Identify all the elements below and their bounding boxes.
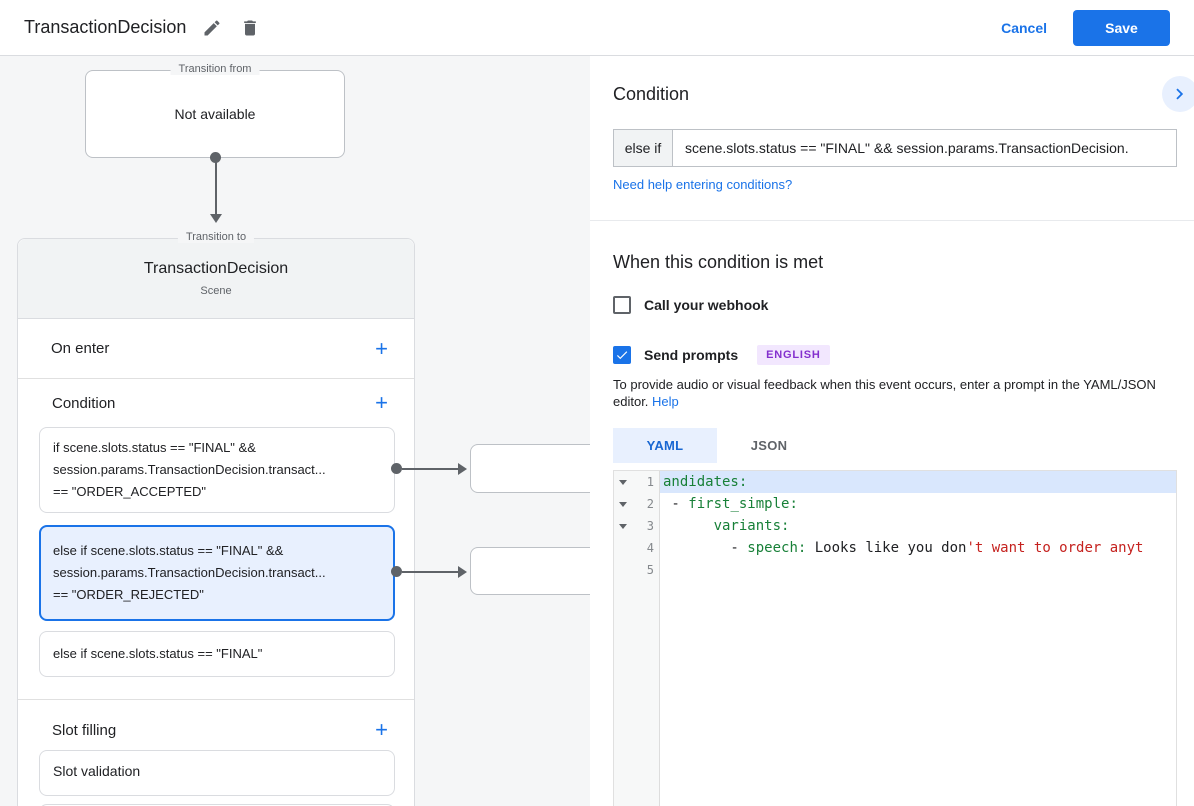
add-on-enter-button[interactable]: +: [371, 337, 392, 359]
cancel-button[interactable]: Cancel: [1001, 19, 1047, 36]
condition-prefix: else if: [614, 130, 673, 166]
condition-help-link[interactable]: Need help entering conditions?: [613, 177, 793, 192]
top-bar: TransactionDecision Cancel Save: [0, 0, 1194, 56]
scene-diagram-canvas: Transition from Not available Transition…: [0, 56, 590, 806]
collapse-panel-button[interactable]: [1162, 76, 1194, 112]
editor-gutter: 1 2 3 4 5: [614, 471, 660, 806]
tab-yaml[interactable]: YAML: [613, 428, 717, 463]
slot-validation-item[interactable]: Slot validation: [39, 750, 395, 796]
condition-expression-input[interactable]: [673, 130, 1176, 166]
send-prompts-row: Send prompts ENGLISH: [613, 345, 830, 365]
code-line: variants:: [713, 518, 790, 534]
prompt-description: To provide audio or visual feedback when…: [613, 376, 1169, 410]
edit-icon[interactable]: [200, 16, 224, 40]
slot-validation-label: Slot validation: [53, 763, 141, 779]
connector-line: [402, 468, 458, 470]
fold-toggle-icon[interactable]: [614, 479, 632, 485]
on-enter-section: On enter +: [18, 319, 414, 379]
transition-target-node[interactable]: [470, 444, 590, 493]
add-condition-button[interactable]: +: [371, 392, 392, 414]
condition-section-label: Condition: [52, 394, 116, 412]
connector-dot: [391, 463, 402, 474]
arrow-right-icon: [458, 566, 467, 578]
condition-detail-panel: Condition else if Need help entering con…: [590, 56, 1194, 806]
webhook-row: Call your webhook: [613, 296, 768, 314]
condition-panel-title: Condition: [613, 84, 690, 104]
page-title: TransactionDecision: [24, 17, 187, 37]
header-actions: Cancel Save: [1001, 9, 1170, 46]
slot-filling-section: Slot filling + Slot validation: [18, 700, 414, 806]
transition-to-label: Transition to: [177, 231, 255, 243]
scene-type: Scene: [200, 285, 232, 297]
panel-divider: [590, 220, 1194, 221]
transition-from-box[interactable]: Transition from Not available: [85, 63, 345, 158]
prompt-description-text: To provide audio or visual feedback when…: [613, 377, 1156, 409]
line-number: 1: [646, 475, 654, 489]
condition-text-line: else if scene.slots.status == "FINAL": [53, 646, 263, 661]
tab-json[interactable]: JSON: [717, 428, 821, 463]
send-prompts-label: Send prompts: [644, 347, 739, 363]
condition-text-line: session.params.TransactionDecision.trans…: [53, 565, 326, 580]
condition-text-line: if scene.slots.status == "FINAL" &&: [53, 440, 256, 455]
line-number: 4: [646, 541, 654, 555]
when-met-title: When this condition is met: [613, 252, 824, 272]
editor-tabs: YAML JSON: [613, 428, 821, 463]
fold-toggle-icon[interactable]: [614, 523, 632, 529]
scene-name: TransactionDecision: [143, 260, 289, 277]
language-badge: ENGLISH: [757, 345, 830, 365]
condition-item-accepted[interactable]: if scene.slots.status == "FINAL" && sess…: [39, 427, 395, 513]
condition-text-line: == "ORDER_ACCEPTED": [53, 484, 206, 499]
save-button[interactable]: Save: [1073, 9, 1170, 46]
arrow-right-icon: [458, 463, 467, 475]
code-line: - speech: Looks like you don't want to o…: [663, 540, 1144, 556]
delete-icon[interactable]: [238, 16, 262, 40]
send-prompts-checkbox[interactable]: [613, 346, 631, 364]
condition-item-final[interactable]: else if scene.slots.status == "FINAL": [39, 631, 395, 677]
slot-filling-label: Slot filling: [52, 721, 117, 739]
scene-card-header[interactable]: TransactionDecision Scene: [18, 239, 414, 319]
code-line: [660, 559, 1176, 581]
condition-section: Condition + if scene.slots.status == "FI…: [18, 379, 414, 700]
yaml-code-editor[interactable]: 1 2 3 4 5 andidates: - first_simple: var…: [613, 470, 1177, 806]
connector-line: [215, 160, 217, 215]
title-group: TransactionDecision: [24, 16, 262, 40]
transition-from-label: Transition from: [170, 63, 260, 75]
condition-text-line: else if scene.slots.status == "FINAL" &&: [53, 543, 284, 558]
scene-card: Transition to TransactionDecision Scene …: [17, 231, 415, 806]
prompt-help-link[interactable]: Help: [652, 394, 679, 409]
line-number: 5: [646, 563, 654, 577]
add-slot-filling-button[interactable]: +: [371, 719, 392, 741]
connector-dot: [210, 152, 221, 163]
arrow-down-icon: [210, 214, 222, 223]
transition-target-node[interactable]: [470, 547, 590, 595]
line-number: 3: [646, 519, 654, 533]
condition-text-line: == "ORDER_REJECTED": [53, 587, 204, 602]
condition-item-rejected-selected[interactable]: else if scene.slots.status == "FINAL" &&…: [39, 525, 395, 621]
condition-expression-row: else if: [613, 129, 1177, 167]
code-line-selected: andidates:: [660, 471, 1176, 493]
code-line: - first_simple:: [663, 496, 798, 512]
fold-toggle-icon[interactable]: [614, 501, 632, 507]
webhook-label: Call your webhook: [644, 297, 769, 313]
condition-text-line: session.params.TransactionDecision.trans…: [53, 462, 326, 477]
line-number: 2: [646, 497, 654, 511]
editor-code-area[interactable]: andidates: - first_simple: variants: - s…: [660, 471, 1176, 806]
webhook-checkbox[interactable]: [613, 296, 631, 314]
transition-from-value: Not available: [174, 106, 256, 122]
connector-dot: [391, 566, 402, 577]
connector-line: [402, 571, 458, 573]
on-enter-label: On enter: [51, 340, 110, 357]
